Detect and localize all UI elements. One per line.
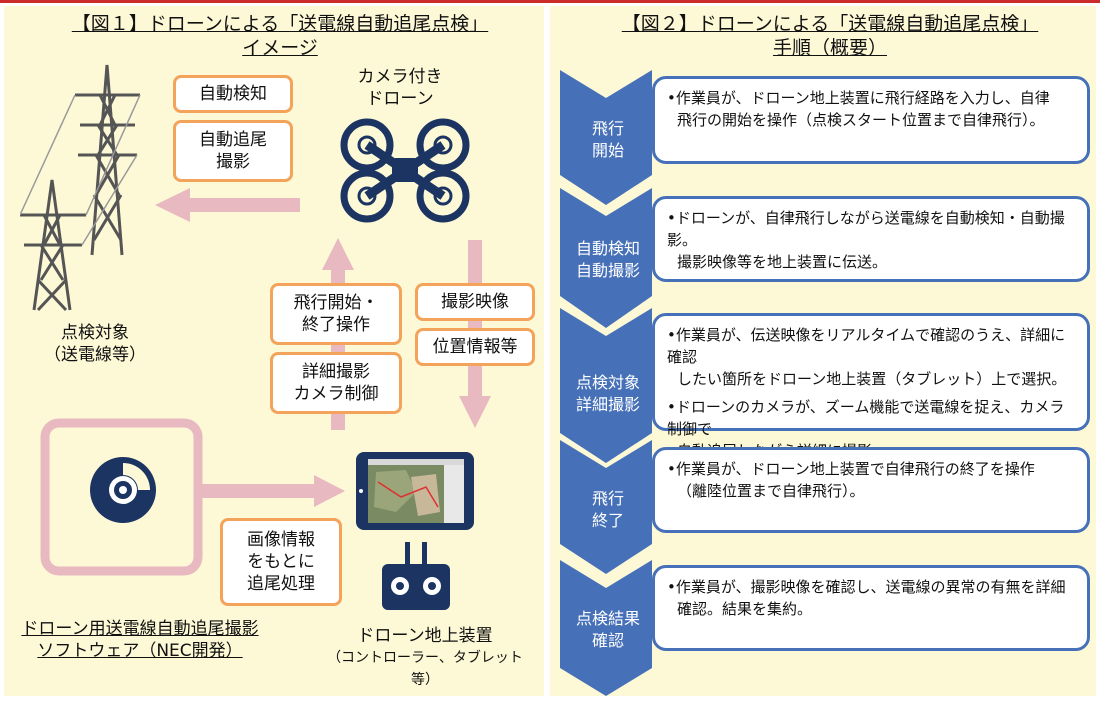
step-3-bullet2-line1: •ドローンのカメラが、ズーム機能で送電線を捉え、カメラ制御で (667, 398, 1065, 438)
auto-track-box: 自動追尾 撮影 (173, 120, 293, 182)
software-frame (40, 418, 203, 576)
step-5-chevron (560, 560, 652, 696)
image-text-3: 追尾処理 (247, 574, 315, 594)
step-4-label-line1: 飛行 (591, 489, 624, 508)
software-label-line2: ソフトウェア（NEC開発） (37, 641, 243, 661)
step-4-box: •作業員が、ドローン地上装置で自律飛行の終了を操作 （離陸位置まで自律飛行）。 (652, 447, 1090, 533)
step-4-bullet1-line1: •作業員が、ドローン地上装置で自律飛行の終了を操作 (667, 460, 1035, 478)
step-1-label-line2: 開始 (591, 141, 624, 160)
step-2-label: 自動検知 自動撮影 (562, 238, 654, 282)
auto-detect-box: 自動検知 (173, 75, 293, 113)
figure2-title: 【図２】ドローンによる「送電線自動追尾点検」 手順（概要） (580, 12, 1080, 60)
inspection-target-label: 点検対象 （送電線等） (30, 322, 160, 366)
detail-text-1: 詳細撮影 (302, 362, 370, 382)
detail-shoot-box: 詳細撮影 カメラ制御 (270, 352, 402, 414)
auto-track-text-2: 撮影 (216, 152, 250, 172)
step-4-bullet1-line2: （離陸位置まで自律飛行）。 (677, 482, 865, 500)
step-1-bullet1-line2: 飛行の開始を操作（点検スタート位置まで自律飛行）。 (677, 111, 1045, 129)
figure1-title-line2: イメージ (242, 37, 318, 59)
step-2-bullet1-line1: •ドローンが、自律飛行しながら送電線を自動検知・自動撮影。 (667, 209, 1065, 249)
controller-icon (382, 542, 450, 610)
auto-track-text-1: 自動追尾 (199, 130, 267, 150)
transmission-tower-icon (20, 64, 141, 312)
inspection-target-line2: （送電線等） (44, 345, 146, 365)
step-4-chevron (560, 440, 652, 574)
arrow-drone-to-tower (155, 188, 300, 222)
step-5-label-line2: 確認 (591, 631, 624, 650)
step-5-bullet1-line1: •作業員が、撮影映像を確認し、送電線の異常の有無を詳細 (667, 578, 1066, 596)
drone-label: カメラ付き ドローン (345, 66, 455, 110)
figure1-title: 【図１】ドローンによる「送電線自動追尾点検」 イメージ (30, 12, 530, 60)
drone-label-line1: カメラ付き (357, 67, 443, 87)
step-1-bullet1-line1: •作業員が、ドローン地上装置に飛行経路を入力し、自律 (667, 89, 1050, 107)
step-2-bullet1-line2: 撮影映像等を地上装置に伝送。 (677, 253, 888, 271)
step-5-label: 点検結果 確認 (562, 608, 654, 652)
ground-device-label: ドローン地上装置 （コントローラー、タブレット等） (325, 625, 525, 691)
step-3-bullet1-line1: •作業員が、伝送映像をリアルタイムで確認のうえ、詳細に確認 (667, 326, 1066, 366)
detail-text-2: カメラ制御 (293, 384, 379, 404)
step-3-chevron (560, 308, 652, 463)
quadcopter-drone-icon (340, 118, 470, 223)
step-3-label-line1: 点検対象 (575, 373, 640, 392)
drone-label-line2: ドローン (366, 89, 434, 109)
step-2-label-line2: 自動撮影 (575, 261, 640, 280)
arrow-software-to-tablet (200, 475, 345, 507)
figure2-title-line1: 【図２】ドローンによる「送電線自動追尾点検」 (621, 13, 1039, 35)
step-1-bullet: •作業員が、ドローン地上装置に飛行経路を入力し、自律 飛行の開始を操作（点検スタ… (667, 87, 1079, 131)
step-3-bullet-1: •作業員が、伝送映像をリアルタイムで確認のうえ、詳細に確認 したい箇所をドローン… (667, 324, 1079, 390)
image-text-2: をもとに (247, 552, 315, 572)
step-2-label-line1: 自動検知 (575, 239, 640, 258)
step-2-chevron (560, 188, 652, 328)
figure1-title-line1: 【図１】ドローンによる「送電線自動追尾点検」 (71, 13, 489, 35)
step-5-bullet1-line2: 確認。結果を集約。 (677, 600, 813, 618)
step-1-label: 飛行 開始 (562, 118, 654, 162)
step-3-label: 点検対象 詳細撮影 (562, 372, 654, 416)
step-3-box: •作業員が、伝送映像をリアルタイムで確認のうえ、詳細に確認 したい箇所をドローン… (652, 313, 1090, 460)
position-text: 位置情報等 (432, 337, 518, 357)
position-info-box: 位置情報等 (415, 328, 535, 366)
image-text-1: 画像情報 (247, 530, 315, 550)
flight-text-1: 飛行開始・ (293, 293, 379, 313)
step-3-bullet1-line2: したい箇所をドローン地上装置（タブレット）上で選択。 (677, 370, 1067, 388)
flight-start-end-box: 飛行開始・ 終了操作 (270, 283, 402, 345)
tablet-icon (356, 452, 474, 530)
video-box: 撮影映像 (415, 283, 535, 321)
step-5-bullet: •作業員が、撮影映像を確認し、送電線の異常の有無を詳細 確認。結果を集約。 (667, 576, 1079, 620)
image-tracking-box: 画像情報 をもとに 追尾処理 (220, 518, 342, 606)
step-1-box: •作業員が、ドローン地上装置に飛行経路を入力し、自律 飛行の開始を操作（点検スタ… (652, 76, 1090, 164)
ground-device-line2: （コントローラー、タブレット等） (327, 650, 523, 688)
flight-text-2: 終了操作 (302, 315, 370, 335)
step-1-chevron (560, 70, 652, 205)
software-label: ドローン用送電線自動追尾撮影 ソフトウェア（NEC開発） (10, 618, 270, 662)
step-3-label-line2: 詳細撮影 (575, 395, 640, 414)
auto-detect-text: 自動検知 (199, 84, 267, 104)
step-5-box: •作業員が、撮影映像を確認し、送電線の異常の有無を詳細 確認。結果を集約。 (652, 565, 1090, 651)
top-red-line (0, 0, 1100, 3)
inspection-target-line1: 点検対象 (61, 323, 129, 343)
software-label-line1: ドローン用送電線自動追尾撮影 (21, 619, 259, 639)
step-5-label-line1: 点検結果 (575, 609, 640, 628)
step-4-label-line2: 終了 (591, 511, 624, 530)
step-1-label-line1: 飛行 (591, 119, 624, 138)
figure2-title-line2: 手順（概要） (772, 37, 887, 59)
video-text: 撮影映像 (441, 292, 509, 312)
ground-device-line1: ドローン地上装置 (357, 626, 493, 646)
step-2-box: •ドローンが、自律飛行しながら送電線を自動検知・自動撮影。 撮影映像等を地上装置… (652, 196, 1090, 282)
step-4-label: 飛行 終了 (562, 488, 654, 532)
software-disc-icon (90, 457, 156, 523)
step-2-bullet: •ドローンが、自律飛行しながら送電線を自動検知・自動撮影。 撮影映像等を地上装置… (667, 207, 1079, 273)
step-4-bullet: •作業員が、ドローン地上装置で自律飛行の終了を操作 （離陸位置まで自律飛行）。 (667, 458, 1079, 502)
